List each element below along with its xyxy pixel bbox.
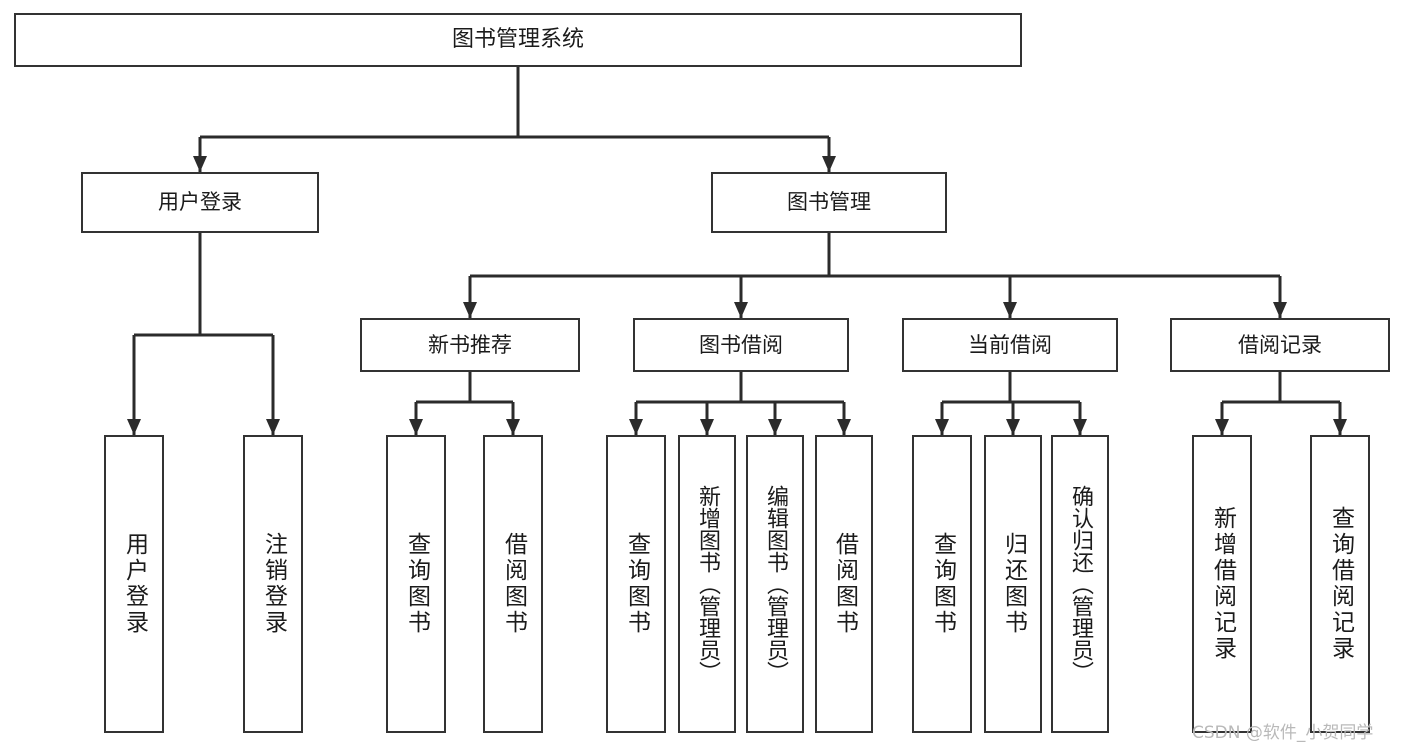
arrowhead	[700, 419, 714, 435]
arrowhead	[734, 302, 748, 318]
node-label: 用户登录	[121, 532, 148, 636]
arrowhead	[127, 419, 141, 435]
arrowhead	[1215, 419, 1229, 435]
node-label: 借阅记录	[1238, 332, 1322, 357]
arrowhead	[1006, 419, 1020, 435]
node-label: 查询图书	[403, 532, 430, 636]
node-leaf-cur-2[interactable]: 归还图书	[984, 435, 1042, 733]
node-label: 用户登录	[158, 190, 242, 215]
arrowhead	[837, 419, 851, 435]
node-label: 借阅图书	[831, 532, 858, 636]
node-label: 查询图书	[623, 532, 650, 636]
node-leaf-bor-3[interactable]: 编辑图书（管理员）	[746, 435, 804, 733]
node-login[interactable]: 用户登录	[81, 172, 319, 233]
arrowhead	[1073, 419, 1087, 435]
node-leaf-new-1[interactable]: 查询图书	[386, 435, 446, 733]
node-leaf-login-1[interactable]: 用户登录	[104, 435, 164, 733]
node-leaf-bor-4[interactable]: 借阅图书	[815, 435, 873, 733]
arrowhead	[409, 419, 423, 435]
node-label: 借阅图书	[500, 532, 527, 636]
node-leaf-cur-3[interactable]: 确认归还（管理员）	[1051, 435, 1109, 733]
node-borrow[interactable]: 图书借阅	[633, 318, 849, 372]
node-leaf-cur-1[interactable]: 查询图书	[912, 435, 972, 733]
node-root[interactable]: 图书管理系统	[14, 13, 1022, 67]
node-label: 图书管理	[787, 190, 871, 215]
watermark-text: CSDN @软件_小贺同学	[1192, 723, 1374, 743]
arrowhead	[768, 419, 782, 435]
arrowhead	[822, 156, 836, 172]
node-current[interactable]: 当前借阅	[902, 318, 1118, 372]
node-leaf-bor-1[interactable]: 查询图书	[606, 435, 666, 733]
node-leaf-new-2[interactable]: 借阅图书	[483, 435, 543, 733]
arrowhead	[935, 419, 949, 435]
node-records[interactable]: 借阅记录	[1170, 318, 1390, 372]
arrowhead	[1333, 419, 1347, 435]
node-label: 确认归还（管理员）	[1068, 485, 1093, 683]
node-label: 查询借阅记录	[1327, 506, 1354, 662]
node-newbook[interactable]: 新书推荐	[360, 318, 580, 372]
arrowhead	[629, 419, 643, 435]
arrowhead	[193, 156, 207, 172]
node-label: 图书借阅	[699, 332, 783, 357]
node-leaf-bor-2[interactable]: 新增图书（管理员）	[678, 435, 736, 733]
node-label: 新增借阅记录	[1209, 506, 1236, 662]
node-label: 编辑图书（管理员）	[763, 485, 788, 683]
node-label: 当前借阅	[968, 332, 1052, 357]
connector-lines	[127, 67, 1347, 435]
node-leaf-rec-2[interactable]: 查询借阅记录	[1310, 435, 1370, 733]
arrowhead	[506, 419, 520, 435]
node-label: 注销登录	[260, 532, 287, 636]
arrowhead	[1003, 302, 1017, 318]
arrowhead	[463, 302, 477, 318]
arrowhead	[1273, 302, 1287, 318]
node-label: 新增图书（管理员）	[695, 485, 720, 683]
node-leaf-rec-1[interactable]: 新增借阅记录	[1192, 435, 1252, 733]
node-label: 查询图书	[929, 532, 956, 636]
node-label: 图书管理系统	[451, 27, 584, 53]
node-label: 归还图书	[1000, 532, 1027, 636]
arrowhead	[266, 419, 280, 435]
node-bookmgmt[interactable]: 图书管理	[711, 172, 947, 233]
node-leaf-login-2[interactable]: 注销登录	[243, 435, 303, 733]
node-label: 新书推荐	[428, 332, 512, 357]
